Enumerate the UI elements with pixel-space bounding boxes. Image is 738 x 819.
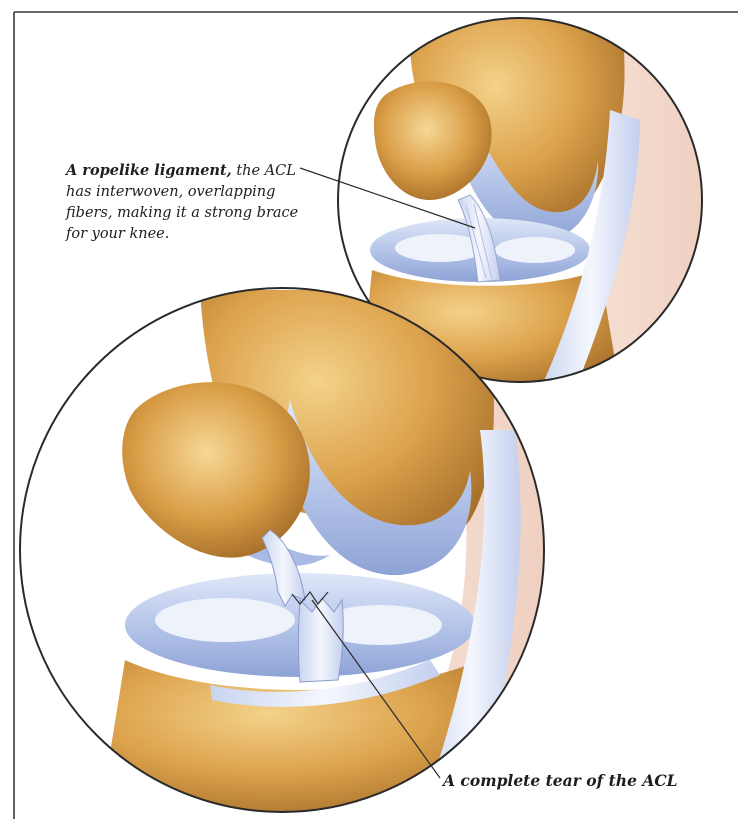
callout-intact-acl: A ropelike ligament, the ACL has interwo…	[66, 160, 298, 245]
callout-intact-line3: fibers, making it a strong brace	[66, 203, 298, 224]
callout-intact-line1-rest: the ACL	[232, 163, 296, 179]
acl-torn-lower	[299, 598, 344, 682]
callout-intact-line4: for your knee.	[66, 224, 298, 245]
torn-knee-view	[15, 285, 545, 815]
callout-intact-lead: A ropelike ligament,	[66, 162, 232, 179]
callout-intact-line2: has interwoven, overlapping	[66, 182, 298, 203]
callout-torn-acl: A complete tear of the ACL	[443, 771, 678, 790]
callout-intact-line1: A ropelike ligament, the ACL	[66, 160, 298, 182]
